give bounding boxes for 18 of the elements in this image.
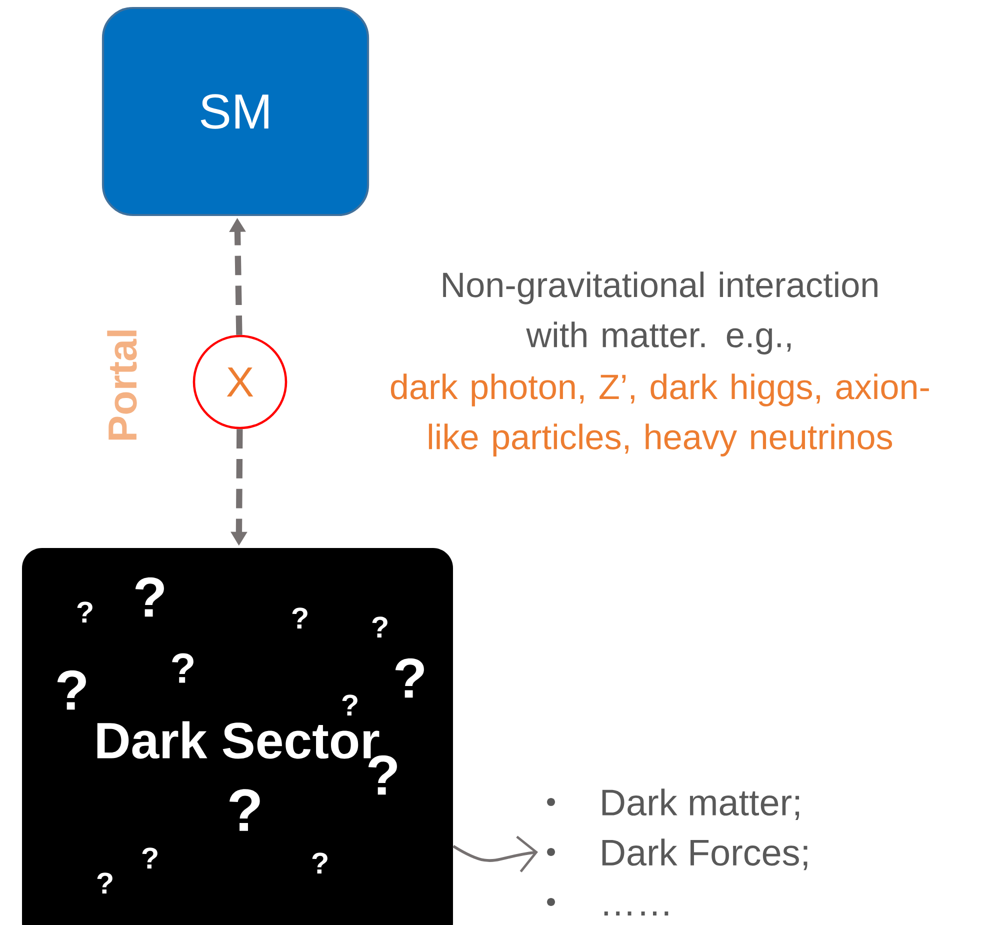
sm-box: SM <box>102 6 370 216</box>
question-mark: ? <box>142 848 158 868</box>
question-mark: ? <box>135 577 164 617</box>
portal-label: Portal <box>107 330 137 440</box>
question-mark: ? <box>312 852 328 874</box>
question-mark: ? <box>342 694 358 716</box>
question-mark: ? <box>292 608 308 628</box>
question-mark: ? <box>57 670 86 710</box>
description-text: Non-gravitational interaction with matter. e.g., <box>443 272 878 354</box>
question-mark: ? <box>230 789 260 831</box>
question-mark: ? <box>97 872 112 894</box>
bullet-list: Dark matter; Dark Forces; …… <box>602 788 808 916</box>
curved-arrow <box>452 836 538 872</box>
question-mark: ? <box>77 602 92 622</box>
question-mark: ? <box>172 653 194 683</box>
question-mark: ? <box>372 616 388 638</box>
question-mark: ? <box>395 658 424 698</box>
examples-text: dark photon, Z’, dark higgs, axion-like particles, heavy neutrinos <box>390 374 929 456</box>
